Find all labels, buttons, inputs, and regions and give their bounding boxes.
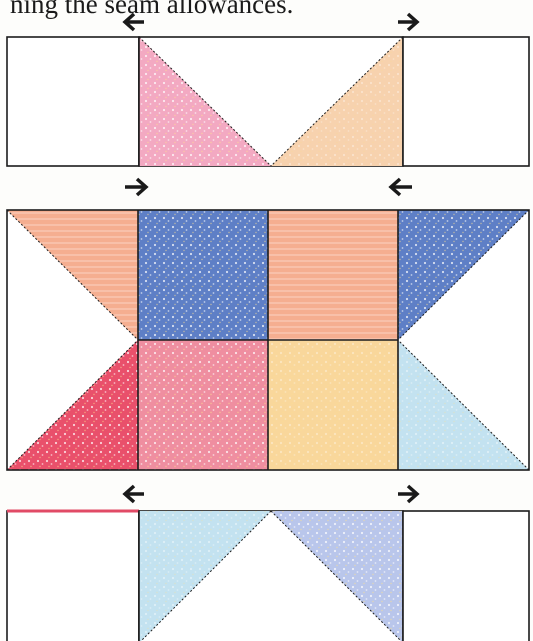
right-arrow-icon [125,179,146,195]
bottom-row [7,486,529,641]
left-arrow-icon [125,486,144,502]
top-right-plain-square [403,37,529,166]
top-flying-geese-unit [139,37,403,166]
top-row [7,14,529,166]
middle-row [7,179,529,470]
bottom-left-plain-square [7,511,139,641]
left-arrow-icon [125,14,144,30]
bottom-right-plain-square [403,511,529,641]
right-hst-column [398,210,529,470]
left-hst-column [7,210,138,470]
bottom-flying-geese-unit [139,511,403,641]
right-arrow-icon [398,486,417,502]
top-left-plain-square [7,37,139,166]
left-arrow-icon [391,179,412,195]
right-arrow-icon [398,14,417,30]
